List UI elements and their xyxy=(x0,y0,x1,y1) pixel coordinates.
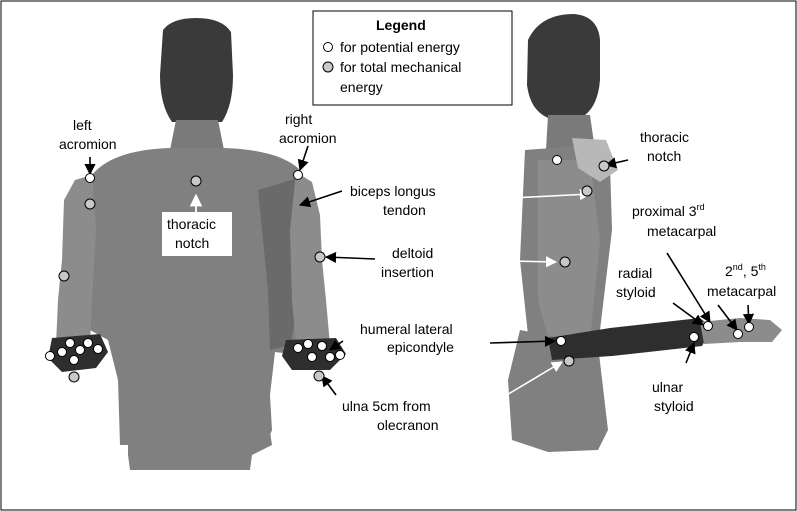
label-thoracic-side-2: notch xyxy=(647,148,681,164)
label-meta-b-sup: th xyxy=(758,262,766,272)
legend-potential-marker xyxy=(324,43,333,52)
marker-side-2nd-metacarpal xyxy=(734,330,743,339)
marker-left-biceps xyxy=(85,199,95,209)
legend-title: Legend xyxy=(376,17,426,33)
front-neck xyxy=(170,120,224,150)
label-proximal-base: proximal 3 xyxy=(632,203,697,219)
marker-right-hand-5 xyxy=(336,351,345,360)
arrow-ulna-front xyxy=(322,376,336,395)
marker-side-thoracic xyxy=(553,156,562,165)
marker-side-ulnar-styloid xyxy=(690,333,699,342)
marker-right-hand-1 xyxy=(294,344,303,353)
label-humeral-1: humeral lateral xyxy=(360,321,453,337)
label-metacarpal-1: 2nd, 5th xyxy=(725,262,766,279)
marker-side-5th-metacarpal xyxy=(745,323,754,332)
marker-side-thoracic-total xyxy=(599,161,609,171)
arrow-proximal-metacarpal xyxy=(667,253,710,322)
side-head xyxy=(527,14,600,118)
label-metacarpal-2: metacarpal xyxy=(707,283,776,299)
marker-right-hand-3 xyxy=(318,342,327,351)
label-radial-1: radial xyxy=(618,265,652,281)
label-proximal-sup: rd xyxy=(697,202,705,212)
side-view xyxy=(508,14,782,452)
front-lower-body xyxy=(128,370,272,470)
label-left-acromion-1: left xyxy=(73,117,92,133)
label-ulnar-1: ulnar xyxy=(652,379,683,395)
marker-right-hand-2 xyxy=(304,340,313,349)
marker-side-radial-styloid xyxy=(704,322,713,331)
label-biceps-1: biceps longus xyxy=(350,183,436,199)
marker-right-acromion xyxy=(294,171,303,180)
marker-left-hand-7 xyxy=(70,356,79,365)
marker-left-hand-5 xyxy=(84,339,93,348)
label-humeral-2: epicondyle xyxy=(387,339,454,355)
legend-total-label-2: energy xyxy=(340,79,383,95)
marker-side-humeral xyxy=(557,337,566,346)
label-right-acromion-1: right xyxy=(285,111,312,127)
legend-potential-label: for potential energy xyxy=(340,39,460,55)
label-thoracic-front-2: notch xyxy=(175,235,209,251)
label-thoracic-front-1: thoracic xyxy=(167,216,216,232)
marker-left-ulna xyxy=(69,372,79,382)
arrow-right-acromion xyxy=(300,146,308,170)
label-deltoid-2: insertion xyxy=(381,264,434,280)
label-deltoid-1: deltoid xyxy=(392,245,433,261)
marker-left-hand-6 xyxy=(94,345,103,354)
label-proximal-1: proximal 3rd xyxy=(632,202,705,219)
marker-left-hand-2 xyxy=(58,348,67,357)
marker-side-biceps xyxy=(582,186,592,196)
marker-side-deltoid xyxy=(560,257,570,267)
label-meta-a: 2 xyxy=(725,263,733,279)
marker-left-hand-4 xyxy=(76,346,85,355)
label-radial-2: styloid xyxy=(616,284,656,300)
label-meta-sep: , 5 xyxy=(743,263,759,279)
marker-right-hand-6 xyxy=(308,353,317,362)
marker-left-hand-1 xyxy=(46,352,55,361)
label-left-acromion-2: acromion xyxy=(59,136,117,152)
marker-right-ulna xyxy=(314,371,324,381)
label-thoracic-side-1: thoracic xyxy=(640,129,689,145)
label-ulna-2: olecranon xyxy=(377,417,439,433)
marker-right-hand-4 xyxy=(326,353,335,362)
label-ulna-1: ulna 5cm from xyxy=(342,398,431,414)
marker-left-hand-3 xyxy=(66,339,75,348)
marker-thoracic-front xyxy=(191,176,201,186)
label-ulnar-2: styloid xyxy=(654,398,694,414)
arrow-5th-metacarpal xyxy=(748,305,749,324)
label-proximal-2: metacarpal xyxy=(647,223,716,239)
legend-total-marker xyxy=(323,62,333,72)
marker-left-acromion xyxy=(86,174,95,183)
arrow-deltoid-front xyxy=(326,257,375,259)
legend: Legend for potential energy for total me… xyxy=(313,11,512,105)
marker-side-ulna xyxy=(564,356,574,366)
legend-total-label-1: for total mechanical xyxy=(340,59,461,75)
label-biceps-2: tendon xyxy=(383,202,426,218)
front-head xyxy=(160,18,233,122)
label-meta-a-sup: nd xyxy=(733,262,743,272)
label-right-acromion-2: acromion xyxy=(279,130,337,146)
marker-left-deltoid xyxy=(59,271,69,281)
marker-right-deltoid xyxy=(315,252,325,262)
